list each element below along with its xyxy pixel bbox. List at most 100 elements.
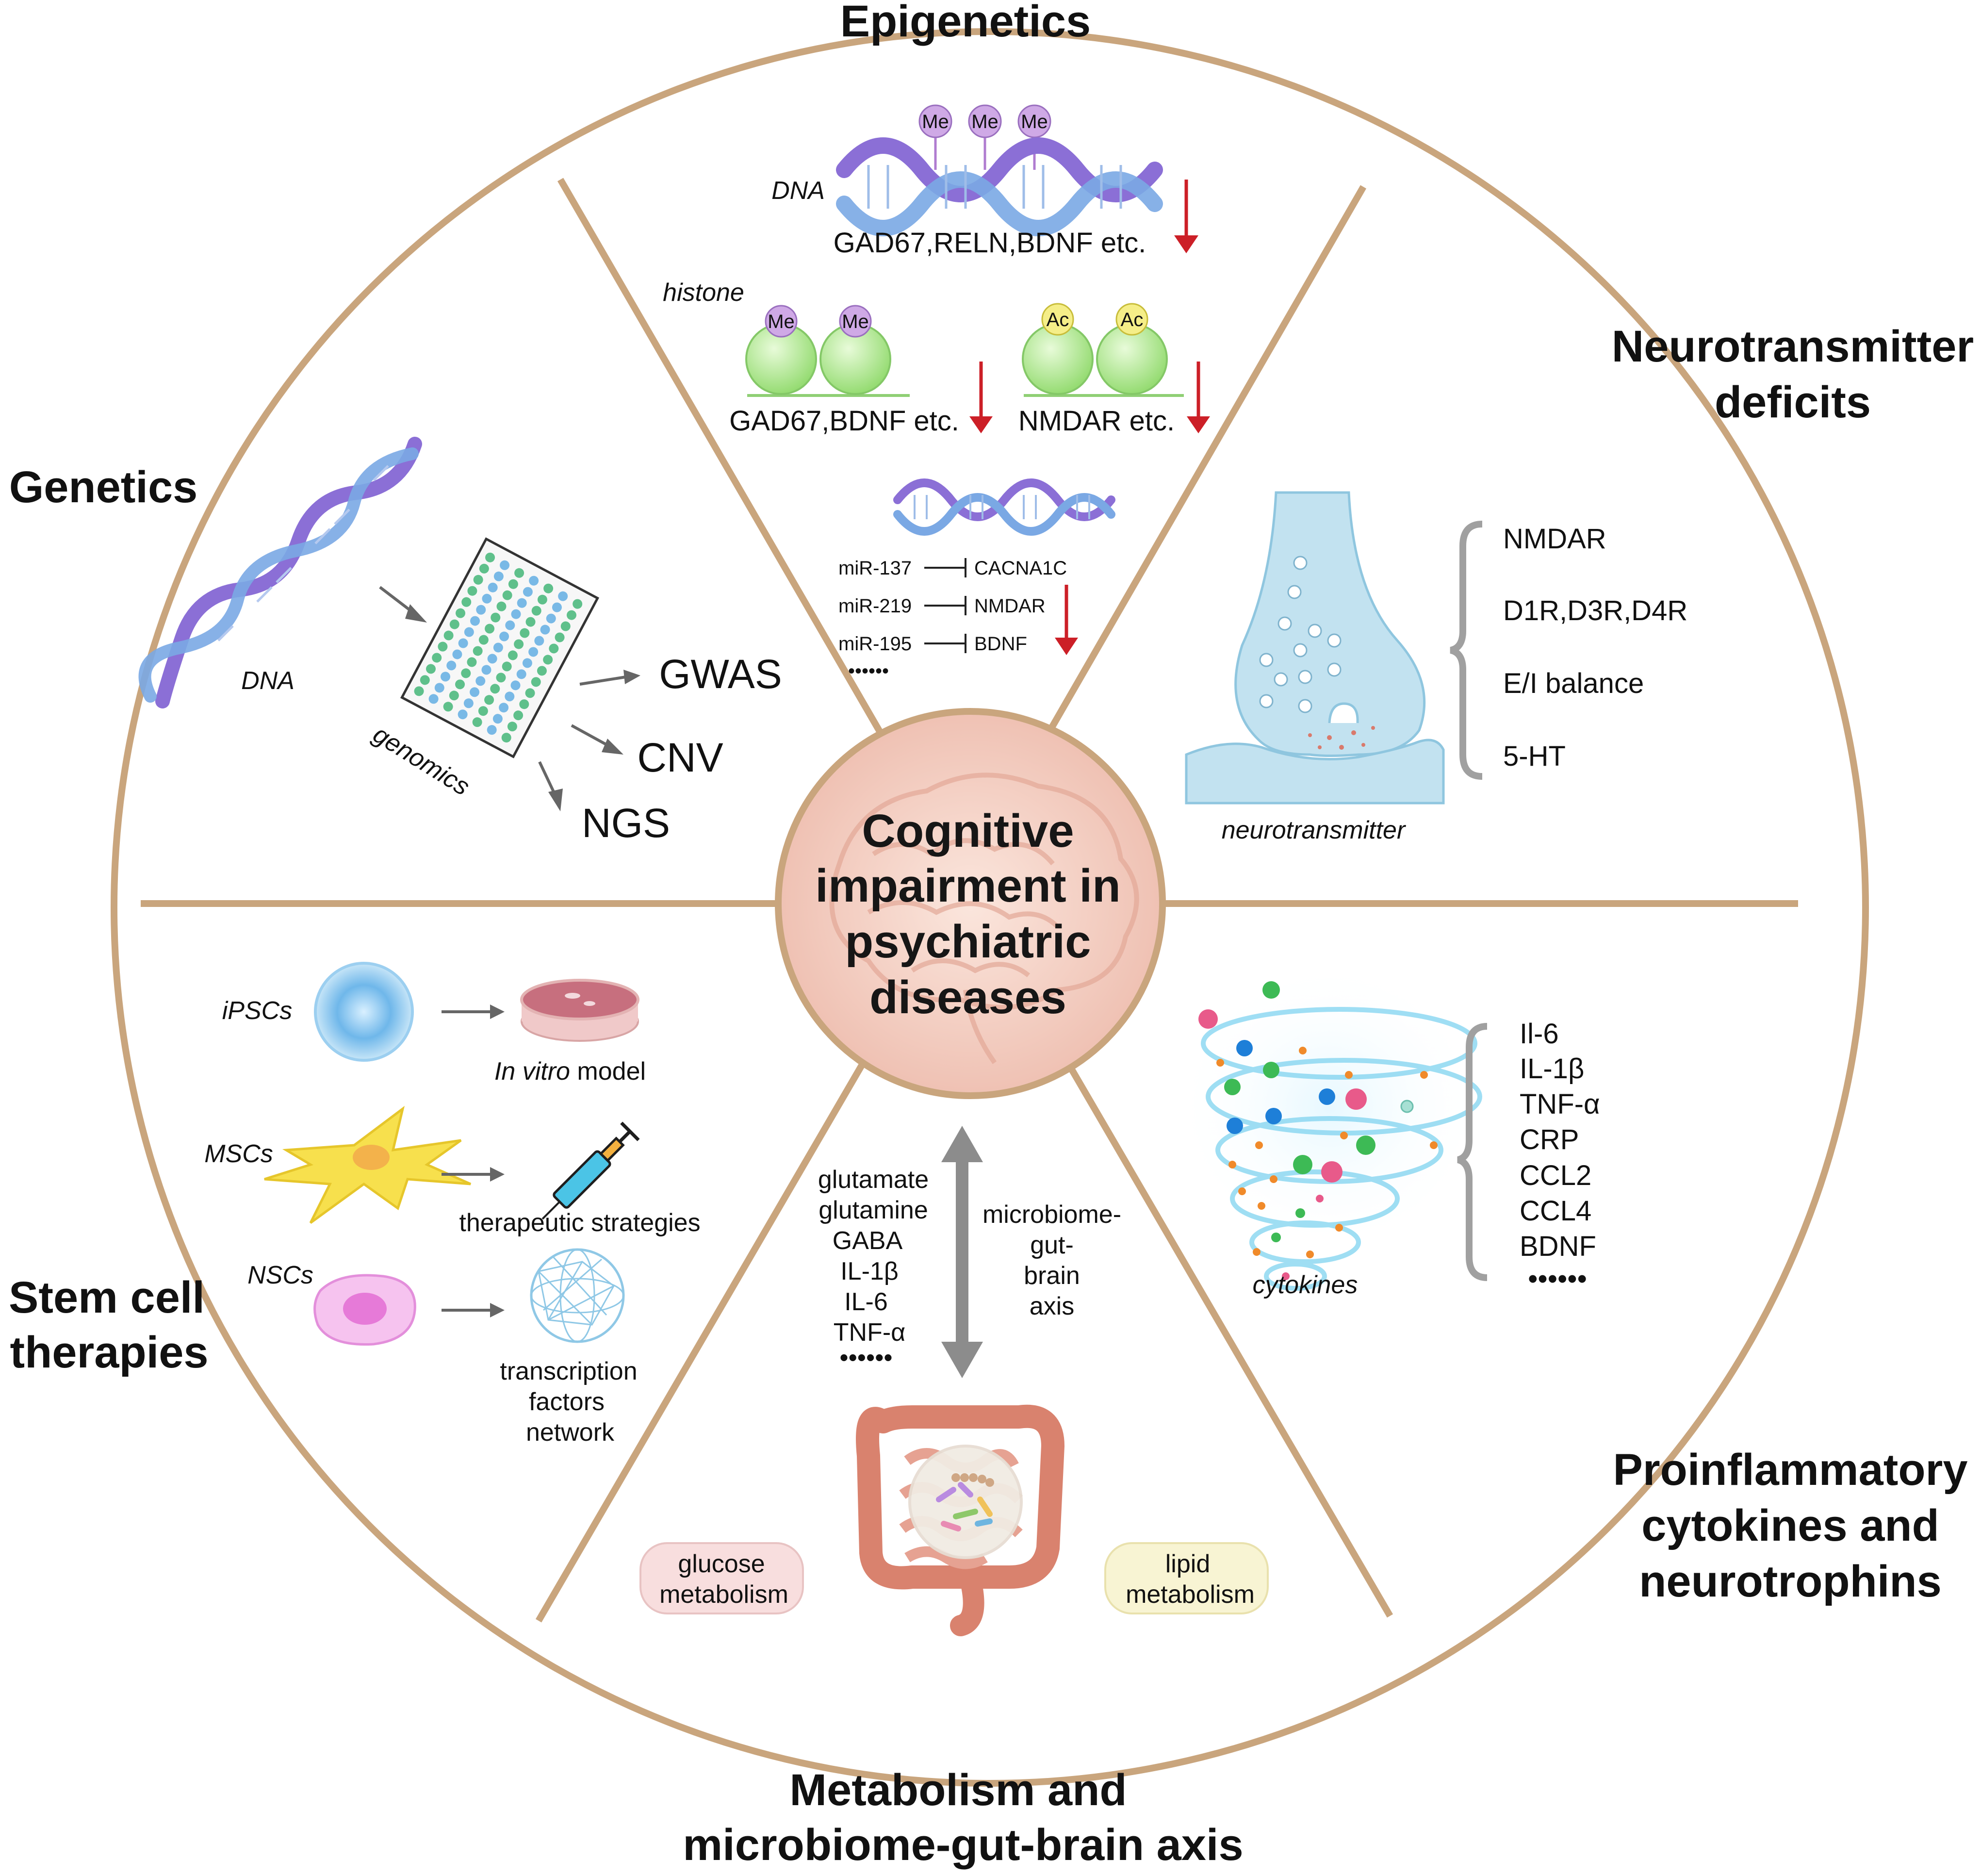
lipid-line-1: lipid — [1165, 1550, 1211, 1578]
microarray-spot — [500, 560, 510, 570]
microarray-spot — [426, 664, 436, 674]
microarray-spot — [513, 710, 524, 721]
microarray-spot — [487, 725, 497, 735]
brace-icon — [1450, 521, 1483, 780]
sector-dividers — [141, 178, 1798, 1623]
microarray-spot — [482, 593, 492, 604]
microarray-spot — [508, 579, 518, 589]
me-label: Me — [768, 311, 795, 332]
mirna-list: miR-137 CACNA1C miR-219 NMDAR miR-195 BD… — [838, 558, 1067, 682]
microarray-spot — [491, 612, 501, 623]
cytokine-swirl-icon — [1174, 961, 1485, 1291]
msc-nucleus — [353, 1145, 390, 1170]
me-label: Me — [842, 311, 869, 332]
microarray-spot — [441, 672, 451, 682]
metabolite: TNF-α — [834, 1318, 905, 1347]
microarray-spot — [478, 635, 489, 645]
methyl-tag-icon — [1017, 104, 1051, 138]
microarray-spot — [476, 605, 486, 615]
genetics-output: CNV — [637, 735, 723, 780]
cytokines-image-label: cytokines — [1253, 1271, 1358, 1299]
divider-bottom-right — [1062, 1056, 1393, 1618]
microarray-spot — [438, 642, 448, 652]
histone-me-genes: GAD67,BDNF etc. — [729, 405, 959, 437]
sector-epigenetics: Epigenetics Me Me Me DNA GAD67,RELN,B — [663, 0, 1210, 682]
bidirectional-arrow-icon — [941, 1126, 983, 1378]
invitro-label: In vitro model — [494, 1057, 646, 1086]
microarray-spot — [456, 608, 466, 618]
acetyl-tag-icon — [1041, 303, 1074, 336]
microarray-spot — [540, 625, 550, 635]
microarray-spot — [470, 687, 480, 697]
stemcell-title-line-1: Stem cell — [9, 1273, 205, 1322]
glucose-line-1: glucose — [678, 1550, 765, 1578]
tf-network-line-2: factors — [529, 1388, 605, 1416]
microarray-spot — [502, 661, 512, 672]
microarray-spot — [528, 647, 539, 657]
histone-ac-genes: NMDAR etc. — [1018, 405, 1175, 437]
petri-dish-icon — [520, 979, 639, 1042]
cytokine-ellipsis: •••••• — [1528, 1263, 1587, 1295]
microarray-spot — [473, 575, 483, 585]
microarray-spot — [543, 583, 554, 593]
nsc-nucleus — [343, 1293, 387, 1325]
cytokine-item: IL-1β — [1520, 1053, 1584, 1085]
nt-item: E/I balance — [1503, 668, 1644, 699]
tf-network-line-3: network — [526, 1418, 615, 1447]
microarray-spot — [484, 695, 494, 705]
microarray-spot — [487, 654, 497, 664]
down-arrow-icon — [1055, 585, 1078, 655]
cytokines-title-line-2: cytokines and — [1641, 1501, 1939, 1550]
me-label: Me — [922, 111, 949, 132]
mirna-name: miR-219 — [838, 595, 912, 617]
microarray-spot — [449, 619, 459, 629]
arrow-icon — [571, 724, 623, 755]
microarray-spot — [470, 616, 480, 626]
intestine-icon — [856, 1404, 1064, 1636]
axis-label-line: gut- — [1030, 1231, 1074, 1259]
microarray-spot — [485, 624, 495, 634]
brace-icon — [1457, 1023, 1488, 1281]
metabolite: GABA — [833, 1227, 903, 1255]
metabolite-ellipsis: •••••• — [839, 1344, 892, 1372]
nt-item: D1R,D3R,D4R — [1503, 595, 1687, 626]
histone-ac-group: Ac Ac — [1022, 303, 1184, 397]
microarray-icon — [400, 537, 600, 758]
center-title-line-1: Cognitive — [862, 805, 1074, 857]
acetyl-tag-icon — [1115, 303, 1148, 336]
histone-me-group: Me Me — [745, 305, 910, 397]
cytokine-item: BDNF — [1520, 1231, 1596, 1262]
divider-bottom-left — [535, 1056, 869, 1623]
microarray-spot — [555, 632, 565, 642]
microarray-spot — [531, 606, 541, 616]
microarray-spot — [455, 679, 465, 690]
lipid-metabolism-badge — [1104, 1542, 1269, 1614]
methyl-tag-icon — [839, 305, 872, 338]
mirna-ellipsis: •••••• — [848, 660, 889, 682]
microarray-spot — [546, 613, 556, 624]
me-label: Me — [1021, 111, 1048, 132]
microarray-spot — [523, 587, 533, 597]
cytokine-item: Il-6 — [1520, 1018, 1559, 1050]
cytokine-item: CCL2 — [1520, 1160, 1591, 1191]
metabolite: glutamate — [818, 1166, 929, 1194]
methyl-tag-icon — [765, 305, 798, 338]
microarray-spot — [496, 601, 507, 611]
arrow-icon — [379, 586, 427, 623]
me-label: Me — [971, 111, 999, 132]
microarray-spot — [473, 646, 483, 656]
epi-dna-genes: GAD67,RELN,BDNF etc. — [834, 227, 1146, 259]
metabolite: IL-1β — [840, 1257, 899, 1285]
microarray-spot — [522, 658, 532, 668]
arrow-icon — [538, 761, 563, 811]
microarray-spot — [458, 709, 468, 720]
mscs-label: MSCs — [204, 1140, 273, 1168]
histone-label: histone — [663, 279, 744, 307]
cytokines-title-line-3: neurotrophins — [1639, 1557, 1942, 1606]
nt-item: 5-HT — [1503, 741, 1566, 772]
microarray-spot — [531, 677, 541, 687]
genetics-output: NGS — [582, 800, 670, 846]
microarray-spot — [464, 627, 474, 637]
microarray-spot — [511, 609, 521, 619]
